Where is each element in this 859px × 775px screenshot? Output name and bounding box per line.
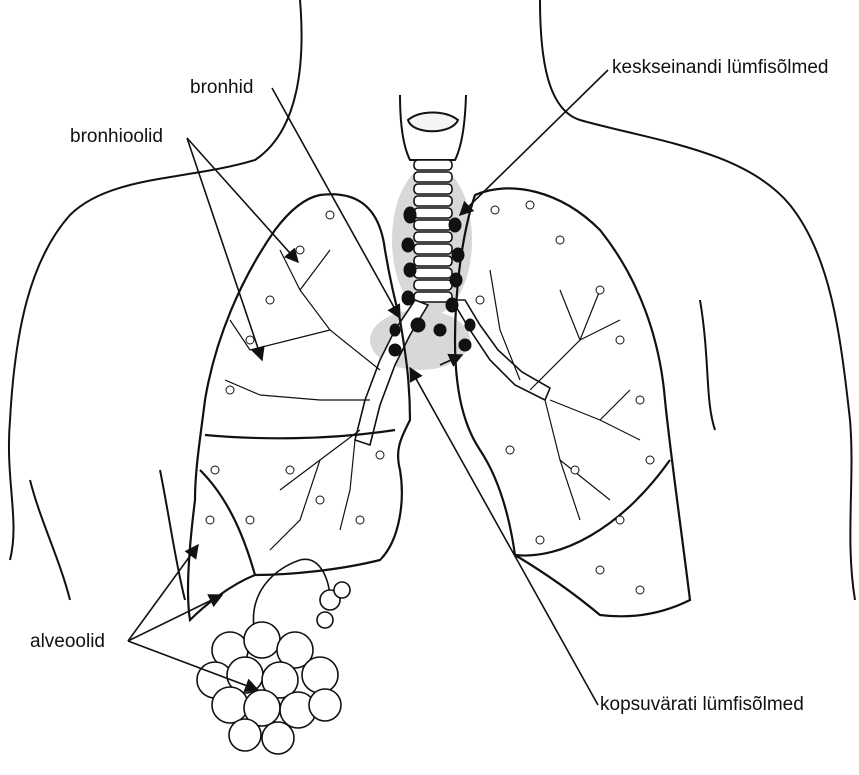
label-keskseinandi-lumfisolmed: keskseinandi lümfisõlmed <box>612 58 829 77</box>
label-alveoolid: alveoolid <box>30 632 105 651</box>
label-kopsuvarati-lumfisolmed: kopsuvärati lümfisõlmed <box>600 695 804 714</box>
alveoli-cluster <box>197 559 350 754</box>
arrow-bronhioolid-1 <box>187 138 298 262</box>
arrow-kopsuvarati-1 <box>410 368 598 705</box>
larynx <box>400 95 466 160</box>
left-lung <box>455 188 690 616</box>
arrow-keskseinandi <box>460 70 608 215</box>
label-bronhid: bronhid <box>190 78 253 97</box>
arrow-alveoolid-2 <box>128 595 222 641</box>
label-bronhioolid: bronhioolid <box>70 127 163 146</box>
arrow-bronhid <box>272 88 400 318</box>
